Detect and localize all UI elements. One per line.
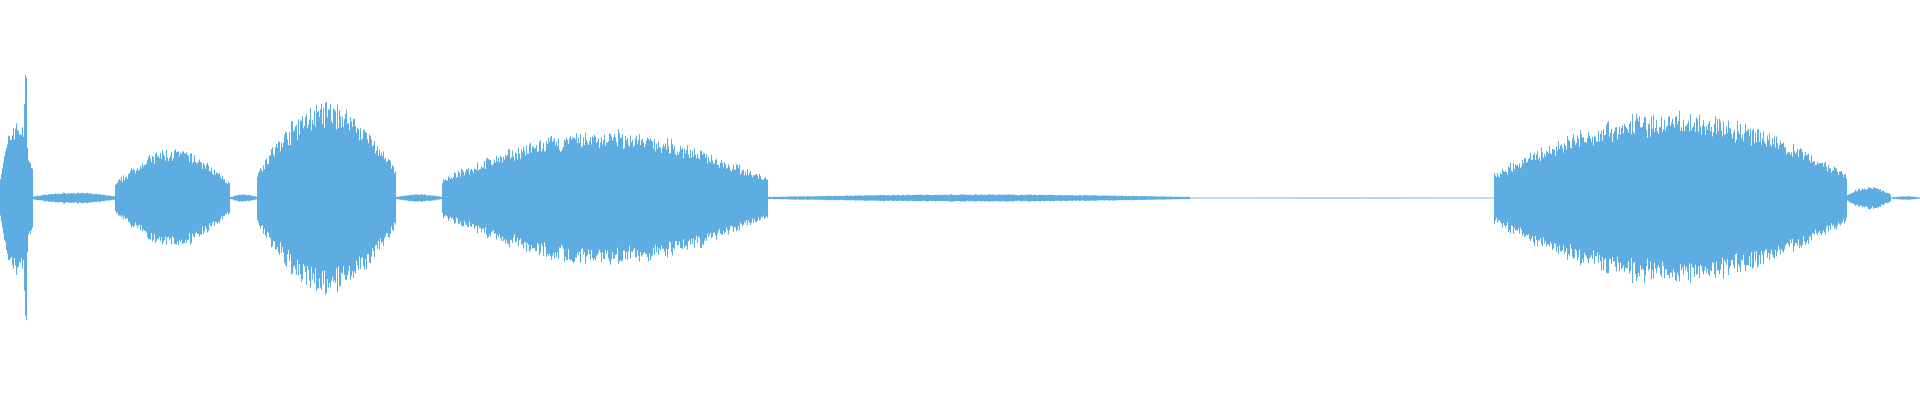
waveform-segment-low-noise-3 <box>396 194 442 202</box>
waveform-segment-low-noise-2 <box>230 194 257 202</box>
waveform-segment-intro-transient <box>0 123 33 275</box>
waveform-segment-phrase-2 <box>257 101 396 295</box>
waveform-segment-silence <box>1190 197 1494 199</box>
waveform-segment-outro-tail <box>1891 196 1920 200</box>
waveform-segment-phrase-4-release <box>1847 187 1891 210</box>
waveform-segment-phrase-4 <box>1494 110 1847 284</box>
waveform-segment-transient-spike <box>23 75 27 321</box>
waveform-segment-phrase-3 <box>442 129 768 265</box>
waveform-segment-low-noise-1 <box>33 192 115 204</box>
waveform-bars <box>0 75 1920 321</box>
waveform-segment-decay-tail <box>768 194 1190 202</box>
waveform-segment-phrase-1 <box>115 149 230 245</box>
